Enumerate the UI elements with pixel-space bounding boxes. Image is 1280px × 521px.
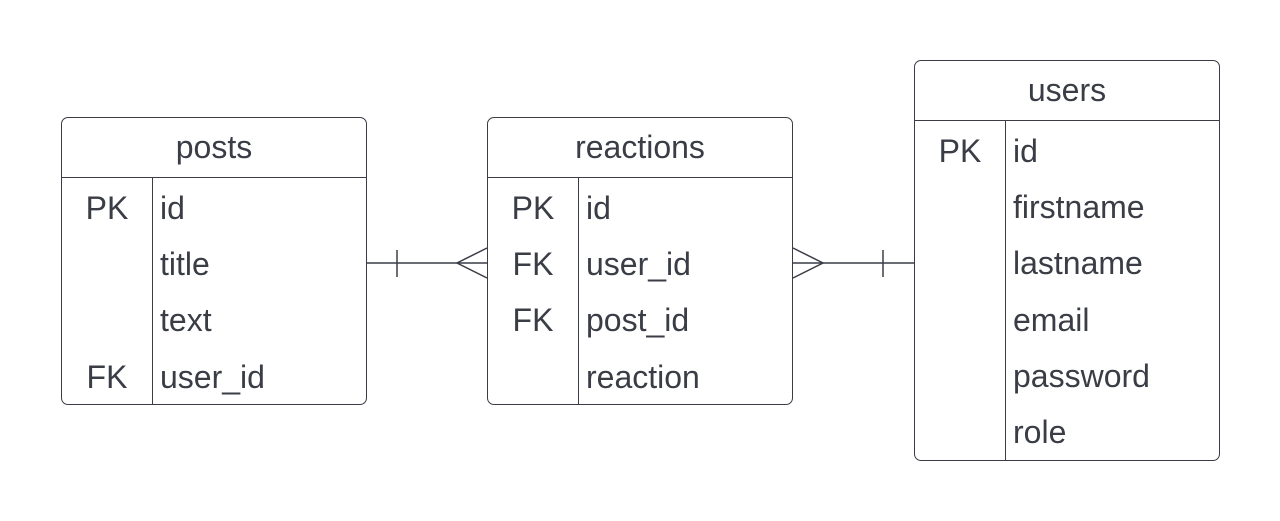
entity-users[interactable]: users PK id firstname lastname email pas… (914, 60, 1220, 461)
field-name: firstname (1013, 188, 1145, 225)
entity-fields: PK id FK user_id FK post_id reaction (488, 178, 792, 406)
field-name: id (1013, 132, 1038, 169)
field-row: FK post_id (488, 293, 792, 349)
field-name: title (160, 245, 210, 282)
field-name: role (1013, 414, 1067, 451)
field-name: id (586, 189, 611, 226)
field-name: reaction (586, 358, 700, 395)
reactions-many-marker-right (792, 247, 825, 279)
field-row: PK id (62, 180, 366, 236)
field-row: PK id (915, 123, 1219, 179)
entity-title: users (915, 61, 1219, 121)
field-name: lastname (1013, 245, 1143, 282)
field-name: post_id (586, 302, 690, 339)
key-label: FK (512, 302, 554, 339)
entity-title: posts (62, 118, 366, 178)
key-label: FK (512, 245, 554, 282)
field-row: text (62, 293, 366, 349)
field-row: role (915, 404, 1219, 460)
key-label: FK (86, 358, 128, 395)
field-row: lastname (915, 236, 1219, 292)
key-column-divider (1005, 121, 1006, 461)
key-column-divider (578, 178, 579, 406)
entity-title: reactions (488, 118, 792, 178)
entity-fields: PK id firstname lastname email password … (915, 121, 1219, 461)
field-row: FK user_id (62, 349, 366, 405)
field-row: FK user_id (488, 236, 792, 292)
field-name: user_id (586, 245, 691, 282)
field-row: firstname (915, 179, 1219, 235)
field-name: id (160, 189, 185, 226)
field-row: password (915, 348, 1219, 404)
reactions-many-marker (455, 247, 488, 279)
key-label: PK (85, 189, 129, 226)
field-name: text (160, 302, 212, 339)
entity-reactions[interactable]: reactions PK id FK user_id FK post_id re… (487, 117, 793, 406)
field-row: reaction (488, 349, 792, 405)
key-label: PK (938, 132, 982, 169)
key-label: PK (511, 189, 555, 226)
entity-fields: PK id title text FK user_id (62, 178, 366, 406)
field-row: email (915, 292, 1219, 348)
entity-posts[interactable]: posts PK id title text FK user_id (61, 117, 367, 406)
field-name: password (1013, 357, 1150, 394)
field-row: PK id (488, 180, 792, 236)
field-name: email (1013, 301, 1090, 338)
key-column-divider (152, 178, 153, 406)
field-name: user_id (160, 358, 265, 395)
field-row: title (62, 236, 366, 292)
